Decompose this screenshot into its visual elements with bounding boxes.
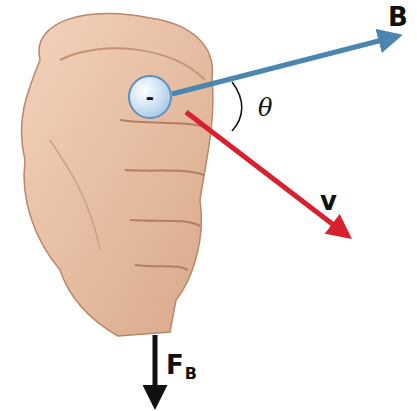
charge-particle: -	[128, 75, 172, 119]
force-vector	[153, 335, 158, 405]
force-subscript: B	[185, 366, 197, 382]
force-label: F	[166, 352, 184, 378]
b-label: B	[388, 4, 408, 30]
angle-arc	[232, 82, 242, 131]
v-label: v	[320, 188, 337, 214]
v-vector	[186, 112, 348, 236]
charge-sign: -	[146, 87, 154, 107]
b-vector	[172, 36, 398, 94]
angle-label: θ	[258, 96, 272, 120]
hand	[21, 13, 212, 336]
